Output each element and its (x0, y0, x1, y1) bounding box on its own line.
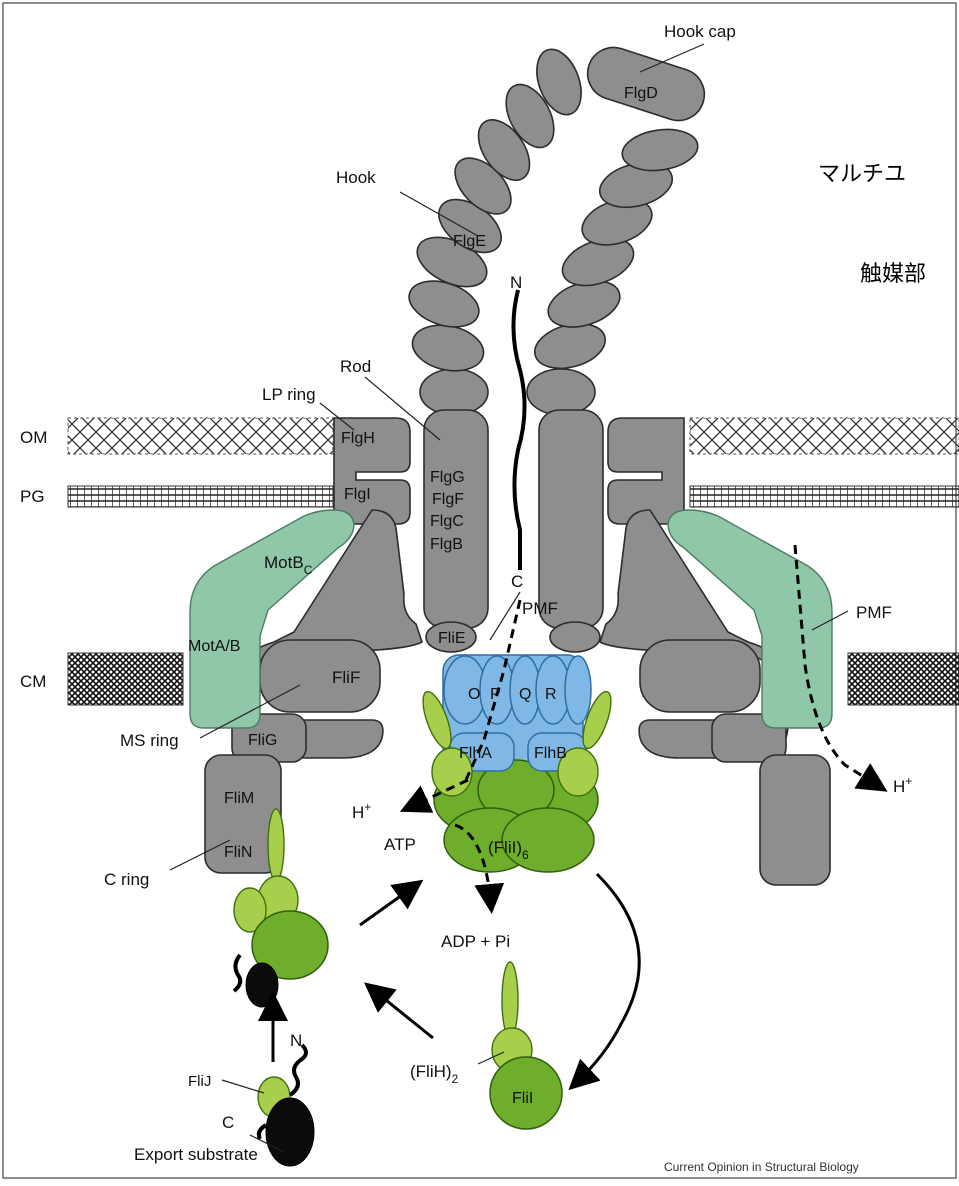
label-lp-ring: LP ring (262, 385, 316, 404)
arrow-to-complex (371, 988, 433, 1038)
figure-credit: Current Opinion in Structural Biology (664, 1160, 859, 1174)
label-c-ring: C ring (104, 870, 149, 889)
label-pmf-right: PMF (856, 603, 892, 622)
label-flin: FliN (224, 844, 252, 861)
leader-flij (222, 1080, 264, 1093)
label-flge: FlgE (453, 233, 486, 250)
label-flha: FlhA (459, 745, 492, 762)
ms-ring-flif (260, 640, 380, 712)
lp-ring-right (608, 418, 684, 524)
label-mota-b: MotA/B (188, 638, 240, 655)
label-pmf-center: PMF (522, 599, 558, 618)
label-h-plus-left: H+ (352, 800, 371, 822)
label-flgh: FlgH (341, 430, 375, 447)
japanese-annotation-line2: 触媒部 (860, 262, 926, 287)
label-c-terminus: C (511, 572, 523, 591)
arrow-to-atpase (360, 885, 416, 925)
label-adp-pi: ADP + Pi (441, 932, 510, 951)
hook-cap-flgd (581, 41, 711, 128)
arrow-flii-release (575, 874, 639, 1084)
label-pg: PG (20, 487, 45, 506)
rod-right (539, 410, 603, 628)
label-flgd: FlgD (624, 85, 658, 102)
c-ring-right (712, 714, 830, 885)
label-flih-2: (FliH)2 (410, 1062, 459, 1086)
label-flig: FliG (248, 732, 277, 749)
label-rod: Rod (340, 357, 371, 376)
label-c-substrate: C (222, 1113, 234, 1132)
label-n-terminus: N (510, 273, 522, 292)
flij-substrate-complex (258, 1045, 314, 1166)
label-hook-cap: Hook cap (664, 22, 736, 41)
label-export-o: O (468, 686, 480, 703)
ms-ring-right (640, 640, 760, 712)
label-export-substrate: Export substrate (134, 1145, 258, 1164)
label-flhb: FlhB (534, 745, 567, 762)
label-flif: FliF (332, 668, 360, 687)
label-export-p: P (490, 686, 501, 703)
label-h-plus-right: H+ (893, 774, 912, 796)
label-atp: ATP (384, 835, 416, 854)
label-flgb: FlgB (430, 536, 463, 553)
label-flie: FliE (438, 630, 466, 647)
label-flij: FliJ (188, 1073, 211, 1090)
label-export-r: R (545, 686, 557, 703)
label-om: OM (20, 428, 47, 447)
flie-right (550, 622, 600, 652)
outer-membrane (68, 418, 959, 454)
label-flgi: FlgI (344, 486, 371, 503)
label-hook: Hook (336, 168, 376, 187)
label-cm: CM (20, 672, 46, 691)
label-ms-ring: MS ring (120, 731, 179, 750)
label-n-substrate: N (290, 1031, 302, 1050)
label-flii: FliI (512, 1090, 533, 1107)
label-flgc: FlgC (430, 513, 464, 530)
label-flgg: FlgG (430, 469, 465, 486)
substrate-chain (513, 290, 524, 570)
label-export-q: Q (519, 686, 531, 703)
label-flim: FliM (224, 790, 254, 807)
japanese-annotation-line1: マルチユ (818, 162, 906, 187)
label-flgf: FlgF (432, 491, 464, 508)
